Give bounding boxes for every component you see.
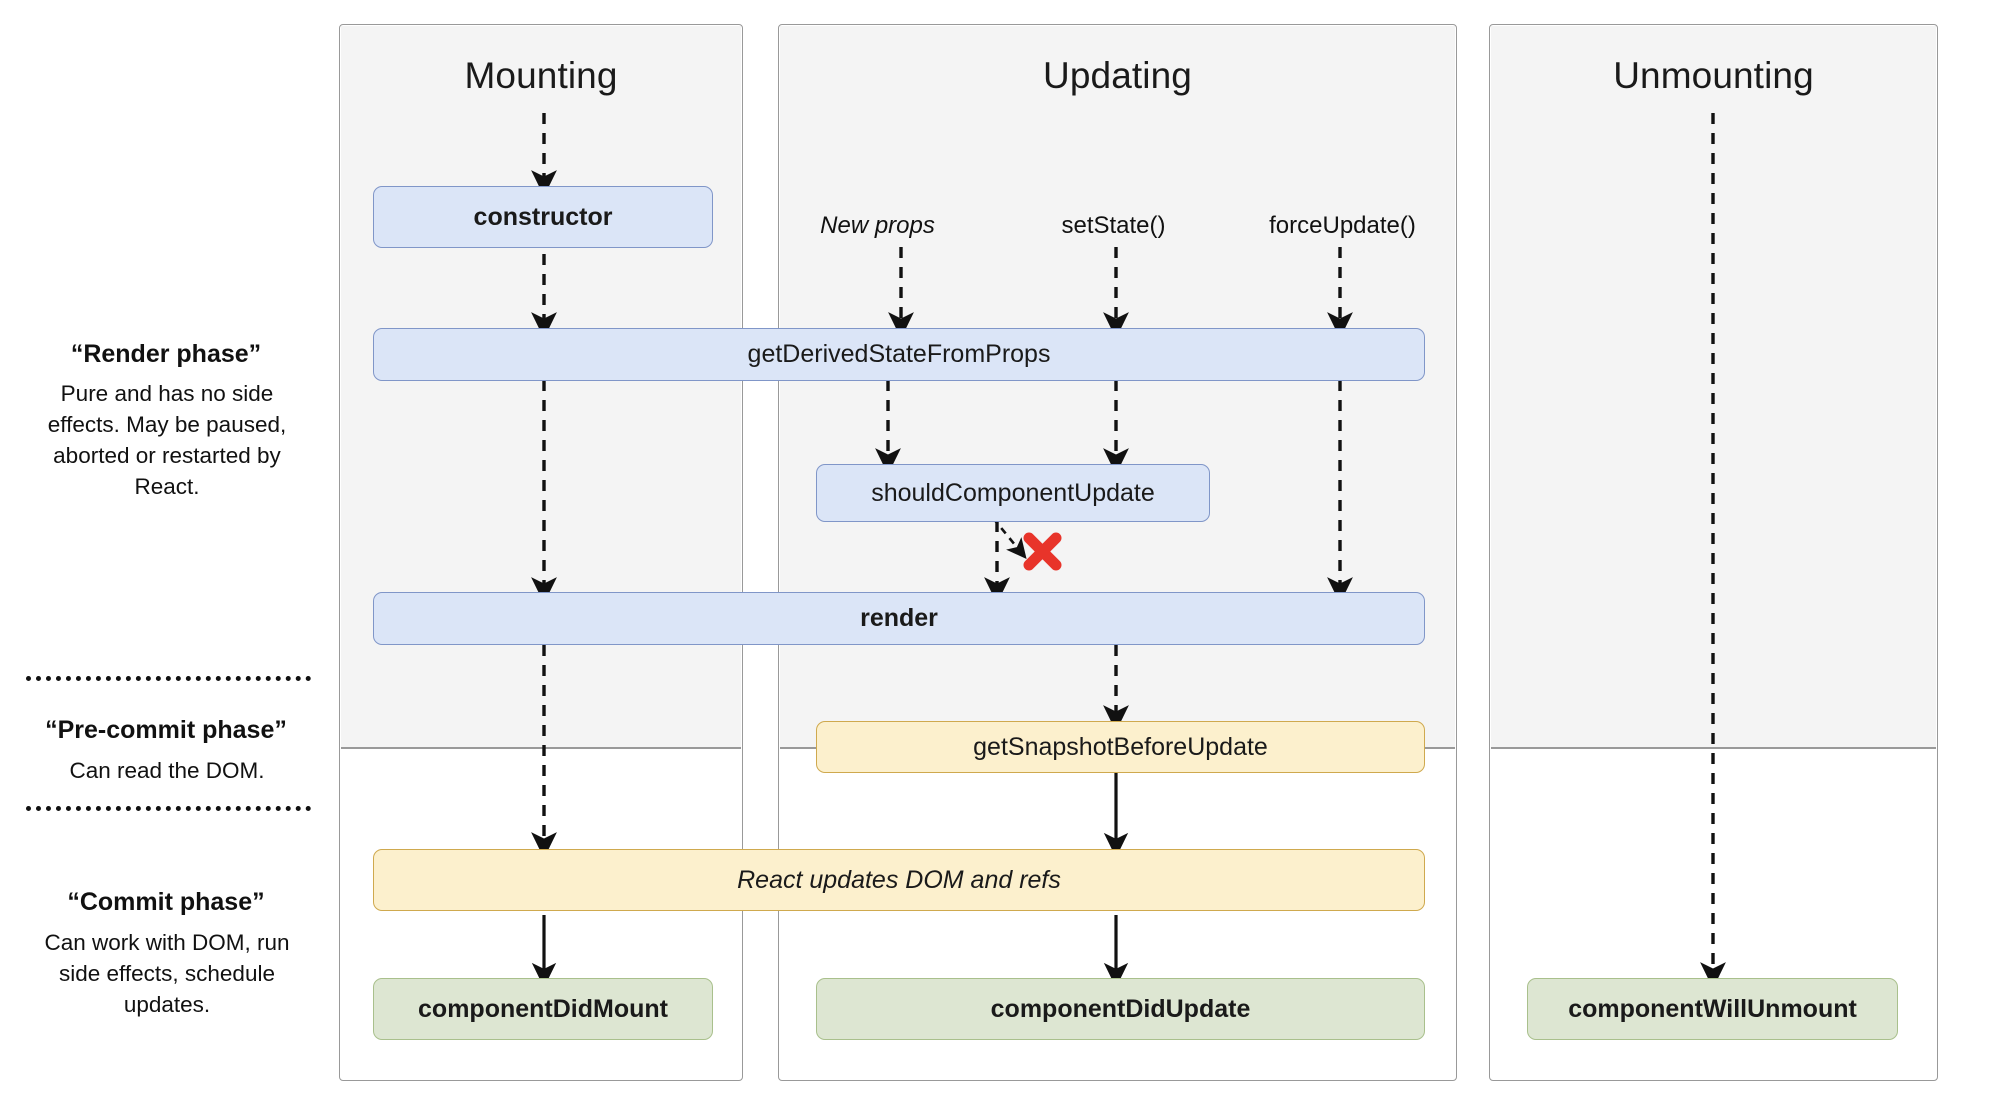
legend-body-render-phase: Pure and has no side effects. May be pau… xyxy=(47,381,287,499)
column-title-mounting: Mounting xyxy=(464,55,618,96)
node-constructor[interactable]: constructor xyxy=(373,186,713,248)
node-get-snapshot-before-update[interactable]: getSnapshotBeforeUpdate xyxy=(816,721,1425,773)
column-title-unmounting: Unmounting xyxy=(1613,55,1814,96)
trigger-label-new-props: New props xyxy=(820,212,935,239)
legend-heading-pre-commit-phase: “Pre-commit phase” xyxy=(45,716,287,744)
column-panel-updating xyxy=(778,24,1457,1081)
node-react-updates-dom-and-refs[interactable]: React updates DOM and refs xyxy=(373,849,1425,911)
node-component-did-mount[interactable]: componentDidMount xyxy=(373,978,713,1040)
column-title-updating: Updating xyxy=(1043,55,1192,96)
legend-rule-top xyxy=(26,676,311,681)
node-should-component-update[interactable]: shouldComponentUpdate xyxy=(816,464,1210,522)
column-panel-mounting xyxy=(339,24,743,1081)
node-get-derived-state-from-props[interactable]: getDerivedStateFromProps xyxy=(373,328,1425,381)
legend-heading-render-phase: “Render phase” xyxy=(70,340,262,368)
node-component-did-update[interactable]: componentDidUpdate xyxy=(816,978,1425,1040)
node-render[interactable]: render xyxy=(373,592,1425,645)
node-component-will-unmount[interactable]: componentWillUnmount xyxy=(1527,978,1898,1040)
legend-body-pre-commit-phase: Can read the DOM. xyxy=(69,758,265,783)
column-divider-mounting xyxy=(341,747,741,749)
trigger-label-set-state: setState() xyxy=(1061,212,1166,239)
legend-heading-commit-phase: “Commit phase” xyxy=(67,888,265,916)
legend-rule-bottom xyxy=(26,806,311,811)
legend-body-commit-phase: Can work with DOM, run side effects, sch… xyxy=(44,930,290,1017)
column-divider-unmounting xyxy=(1491,747,1936,749)
trigger-label-force-update: forceUpdate() xyxy=(1269,212,1416,239)
column-panel-unmounting xyxy=(1489,24,1938,1081)
